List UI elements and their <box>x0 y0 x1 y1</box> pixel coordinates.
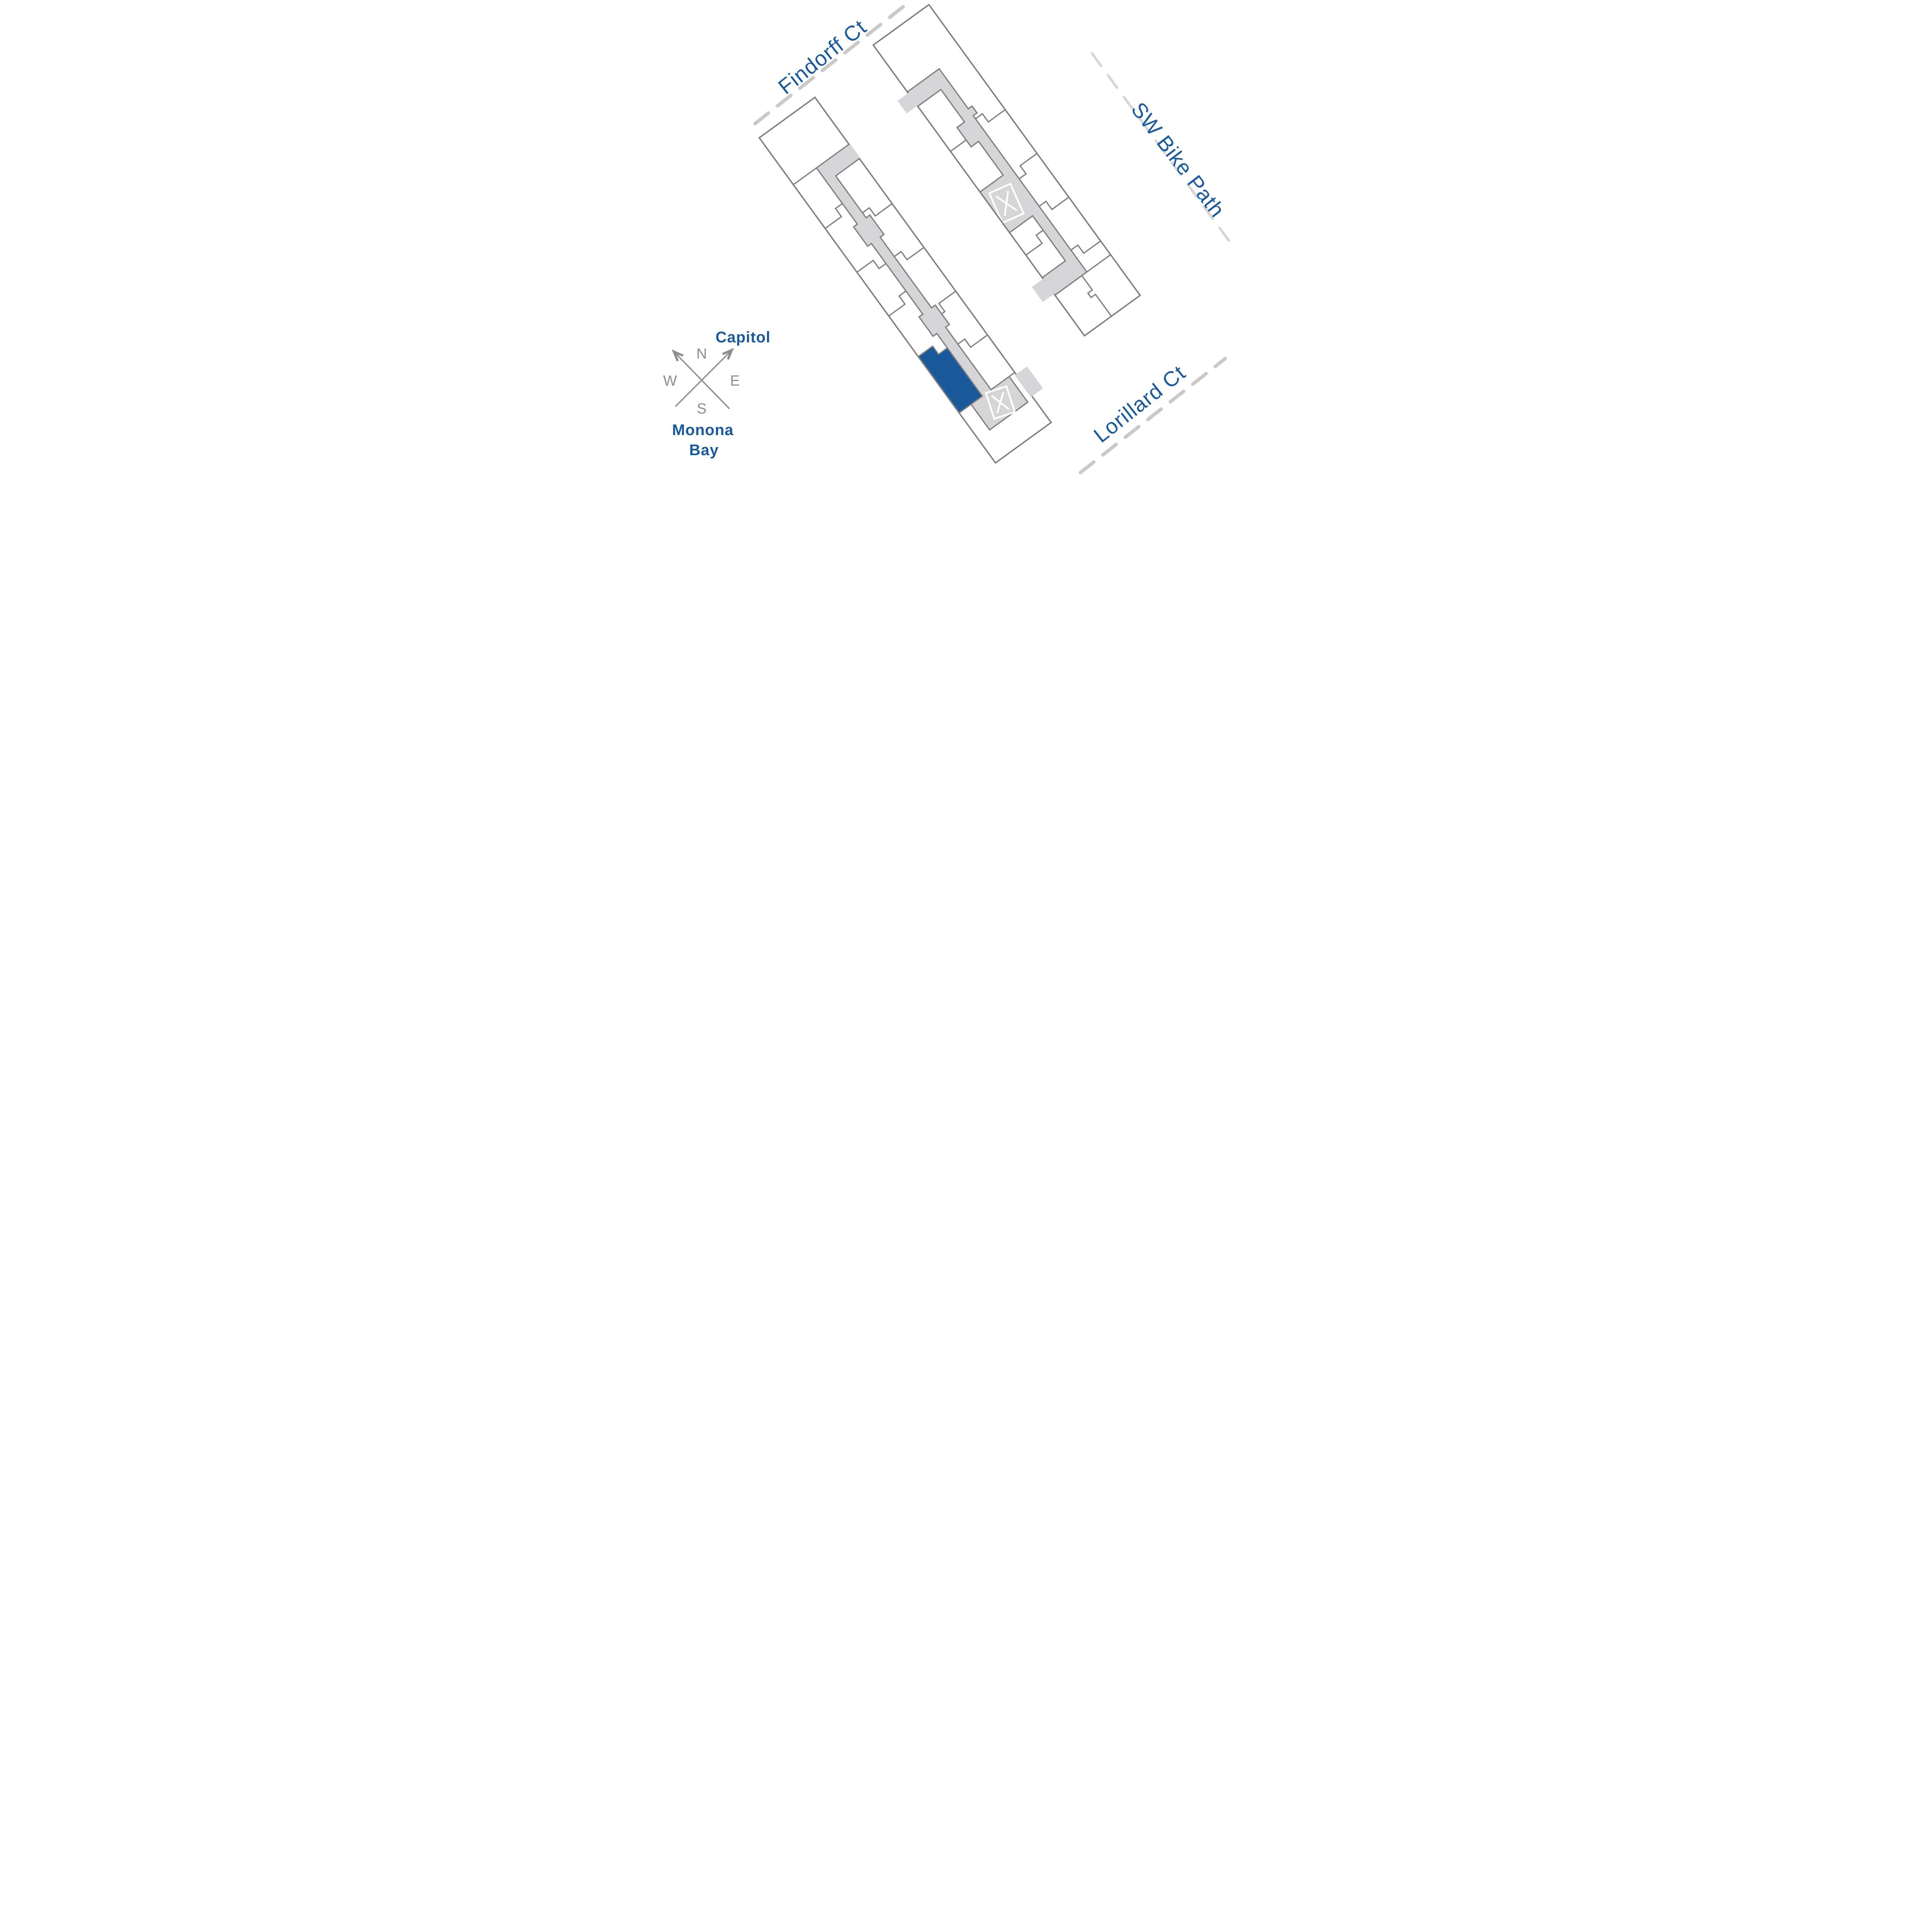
north-building-partition-walls <box>950 109 1112 317</box>
landmark-label-monona: Monona <box>672 422 733 439</box>
south-building-outline <box>758 96 1052 464</box>
stairwell-x-mark <box>991 391 1010 413</box>
unit-partition <box>975 109 1006 123</box>
unit-partition <box>1009 372 1015 377</box>
north-building-floorplan <box>872 3 1141 337</box>
unit-partition <box>888 290 907 317</box>
lorillard-ct-street-line <box>1078 357 1227 474</box>
unit-partition <box>825 202 844 229</box>
sw-bike-path-line <box>1090 52 1232 244</box>
stairwell-x-icon <box>985 385 1016 420</box>
entry-walkway <box>898 92 918 114</box>
compass-rose: N E S W <box>663 346 740 417</box>
compass-letter-w: W <box>663 373 677 389</box>
stairwell-x-icon <box>988 182 1025 224</box>
exit-walkway <box>1032 278 1055 302</box>
findorff-ct-street-line <box>753 5 905 126</box>
landmark-label-bay: Bay <box>689 442 719 459</box>
compass-letter-s: S <box>697 401 706 417</box>
stairwell-x-mark <box>996 190 1017 216</box>
compass-letter-e: E <box>730 373 740 389</box>
unit-partition <box>793 167 817 185</box>
unit-partition <box>1086 254 1111 273</box>
compass-letter-n: N <box>696 346 707 362</box>
unit-partition <box>1081 275 1112 317</box>
unit-partition <box>1070 240 1101 254</box>
unit-partition <box>893 247 925 261</box>
site-plan-page: Findorff Ct SW Bike Path Lorillard Ct Ca… <box>663 0 1269 482</box>
unit-partition <box>1038 197 1070 211</box>
street-label-lorillard-ct: Lorillard Ct <box>1089 361 1190 447</box>
street-label-sw-bike-path: SW Bike Path <box>1127 98 1230 222</box>
compass-nw-arrow-line <box>675 352 730 410</box>
unit-partition <box>1026 229 1044 256</box>
unit-partition <box>856 259 887 273</box>
south-building-partition-walls <box>793 167 1015 377</box>
north-building-outline <box>872 3 1141 337</box>
street-label-findorff-ct: Findorff Ct <box>774 15 871 99</box>
entry-opening <box>848 144 860 159</box>
site-plan-svg: Findorff Ct SW Bike Path Lorillard Ct Ca… <box>663 3 1232 474</box>
unit-partition <box>1018 153 1037 180</box>
south-building-floorplan <box>758 96 1052 464</box>
exit-walkway <box>1015 366 1043 397</box>
unit-partition <box>957 334 988 348</box>
south-building-corridor <box>815 143 1029 431</box>
compass-nw-arrowhead-icon <box>672 349 684 362</box>
unit-partition <box>861 203 893 217</box>
landmark-label-capitol: Capitol <box>716 329 771 346</box>
compass-ne-arrow-line <box>675 351 731 407</box>
compass-ne-arrowhead-icon <box>722 348 734 360</box>
